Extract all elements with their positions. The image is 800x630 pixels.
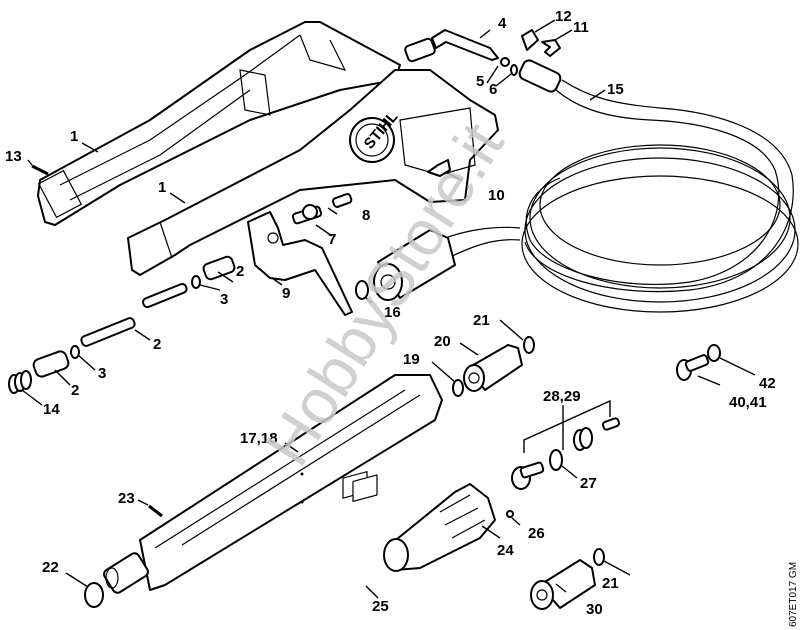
part-28-29-nozzle-set — [511, 399, 621, 490]
callout-7: 7 — [328, 231, 336, 248]
callout-26: 26 — [528, 525, 545, 542]
callout-6: 6 — [489, 81, 497, 98]
part-2-pin-upper — [142, 282, 188, 309]
callout-20: 20 — [434, 333, 451, 350]
callout-40-41: 40,41 — [729, 394, 767, 411]
callout-24: 24 — [497, 542, 514, 559]
callout-1-upper: 1 — [70, 128, 78, 145]
handle-shell-right — [127, 69, 499, 276]
callout-15: 15 — [607, 81, 624, 98]
part-40-41-nozzle — [676, 354, 710, 381]
part-30-fitting — [530, 559, 596, 610]
part-3-oring-lower — [70, 345, 80, 359]
callout-2-sleeve-upper: 2 — [236, 263, 244, 280]
callout-13: 13 — [5, 148, 22, 165]
callout-42: 42 — [759, 375, 776, 392]
drawing-code: 607ET017 GM — [788, 562, 799, 627]
part-42-oring — [707, 344, 721, 362]
part-21-oring-upper — [523, 336, 535, 354]
part-2-sleeve-lower — [32, 350, 70, 378]
part-7-valve — [291, 204, 323, 225]
callout-21-upper: 21 — [473, 312, 490, 329]
callout-30: 30 — [586, 601, 603, 618]
part-3-oring-upper — [191, 275, 201, 289]
callout-23: 23 — [118, 490, 135, 507]
callout-21-lower: 21 — [602, 575, 619, 592]
part-13-screw — [31, 164, 49, 176]
part-15-hose — [439, 59, 799, 313]
part-2-sleeve-upper — [202, 255, 236, 281]
callout-5: 5 — [476, 73, 484, 90]
callout-2-sleeve-lower: 2 — [71, 382, 79, 399]
hose-connector — [373, 229, 456, 301]
part-21-oring-lower — [593, 548, 605, 566]
callout-28-29: 28,29 — [543, 388, 581, 405]
callout-14: 14 — [43, 401, 60, 418]
callout-1-lower: 1 — [158, 179, 166, 196]
callout-12: 12 — [555, 8, 572, 25]
callout-2-pin: 2 — [153, 336, 161, 353]
part-16-oring — [355, 280, 369, 300]
part-2-pin-lower — [80, 317, 136, 347]
part-19-oring — [452, 379, 464, 397]
callout-27: 27 — [580, 475, 597, 492]
leader-lines — [21, 19, 756, 599]
part-6-oring — [510, 64, 518, 76]
callout-19: 19 — [403, 351, 420, 368]
part-26-screw — [506, 510, 514, 518]
callout-10: 10 — [488, 187, 505, 204]
part-9-trigger — [247, 211, 353, 316]
part-12-plate — [521, 29, 539, 51]
part-25-labels — [342, 471, 378, 503]
part-20-fitting — [463, 344, 523, 392]
callout-22: 22 — [42, 559, 59, 576]
part-14-spring — [8, 370, 32, 394]
part-27-oring — [549, 449, 563, 471]
handle-shell-left — [37, 21, 401, 226]
callout-16: 16 — [384, 304, 401, 321]
part-22-oring — [84, 582, 104, 608]
callout-9: 9 — [282, 285, 290, 302]
callout-11: 11 — [573, 19, 589, 36]
part-10-lock — [427, 159, 451, 177]
part-11-clip — [541, 39, 561, 57]
callout-25: 25 — [372, 598, 389, 615]
callout-8: 8 — [362, 207, 370, 224]
part-8-spring — [332, 193, 353, 208]
part-5-washer — [500, 57, 510, 67]
callout-3-upper: 3 — [220, 291, 228, 308]
callout-17-18: 17,18 — [240, 430, 278, 447]
callout-3-lower: 3 — [98, 365, 106, 382]
part-17-18-lance — [103, 374, 443, 594]
callout-4: 4 — [498, 15, 507, 32]
part-23-screw — [148, 504, 163, 518]
part-24-cap — [383, 483, 496, 572]
part-4-tube — [404, 29, 499, 63]
